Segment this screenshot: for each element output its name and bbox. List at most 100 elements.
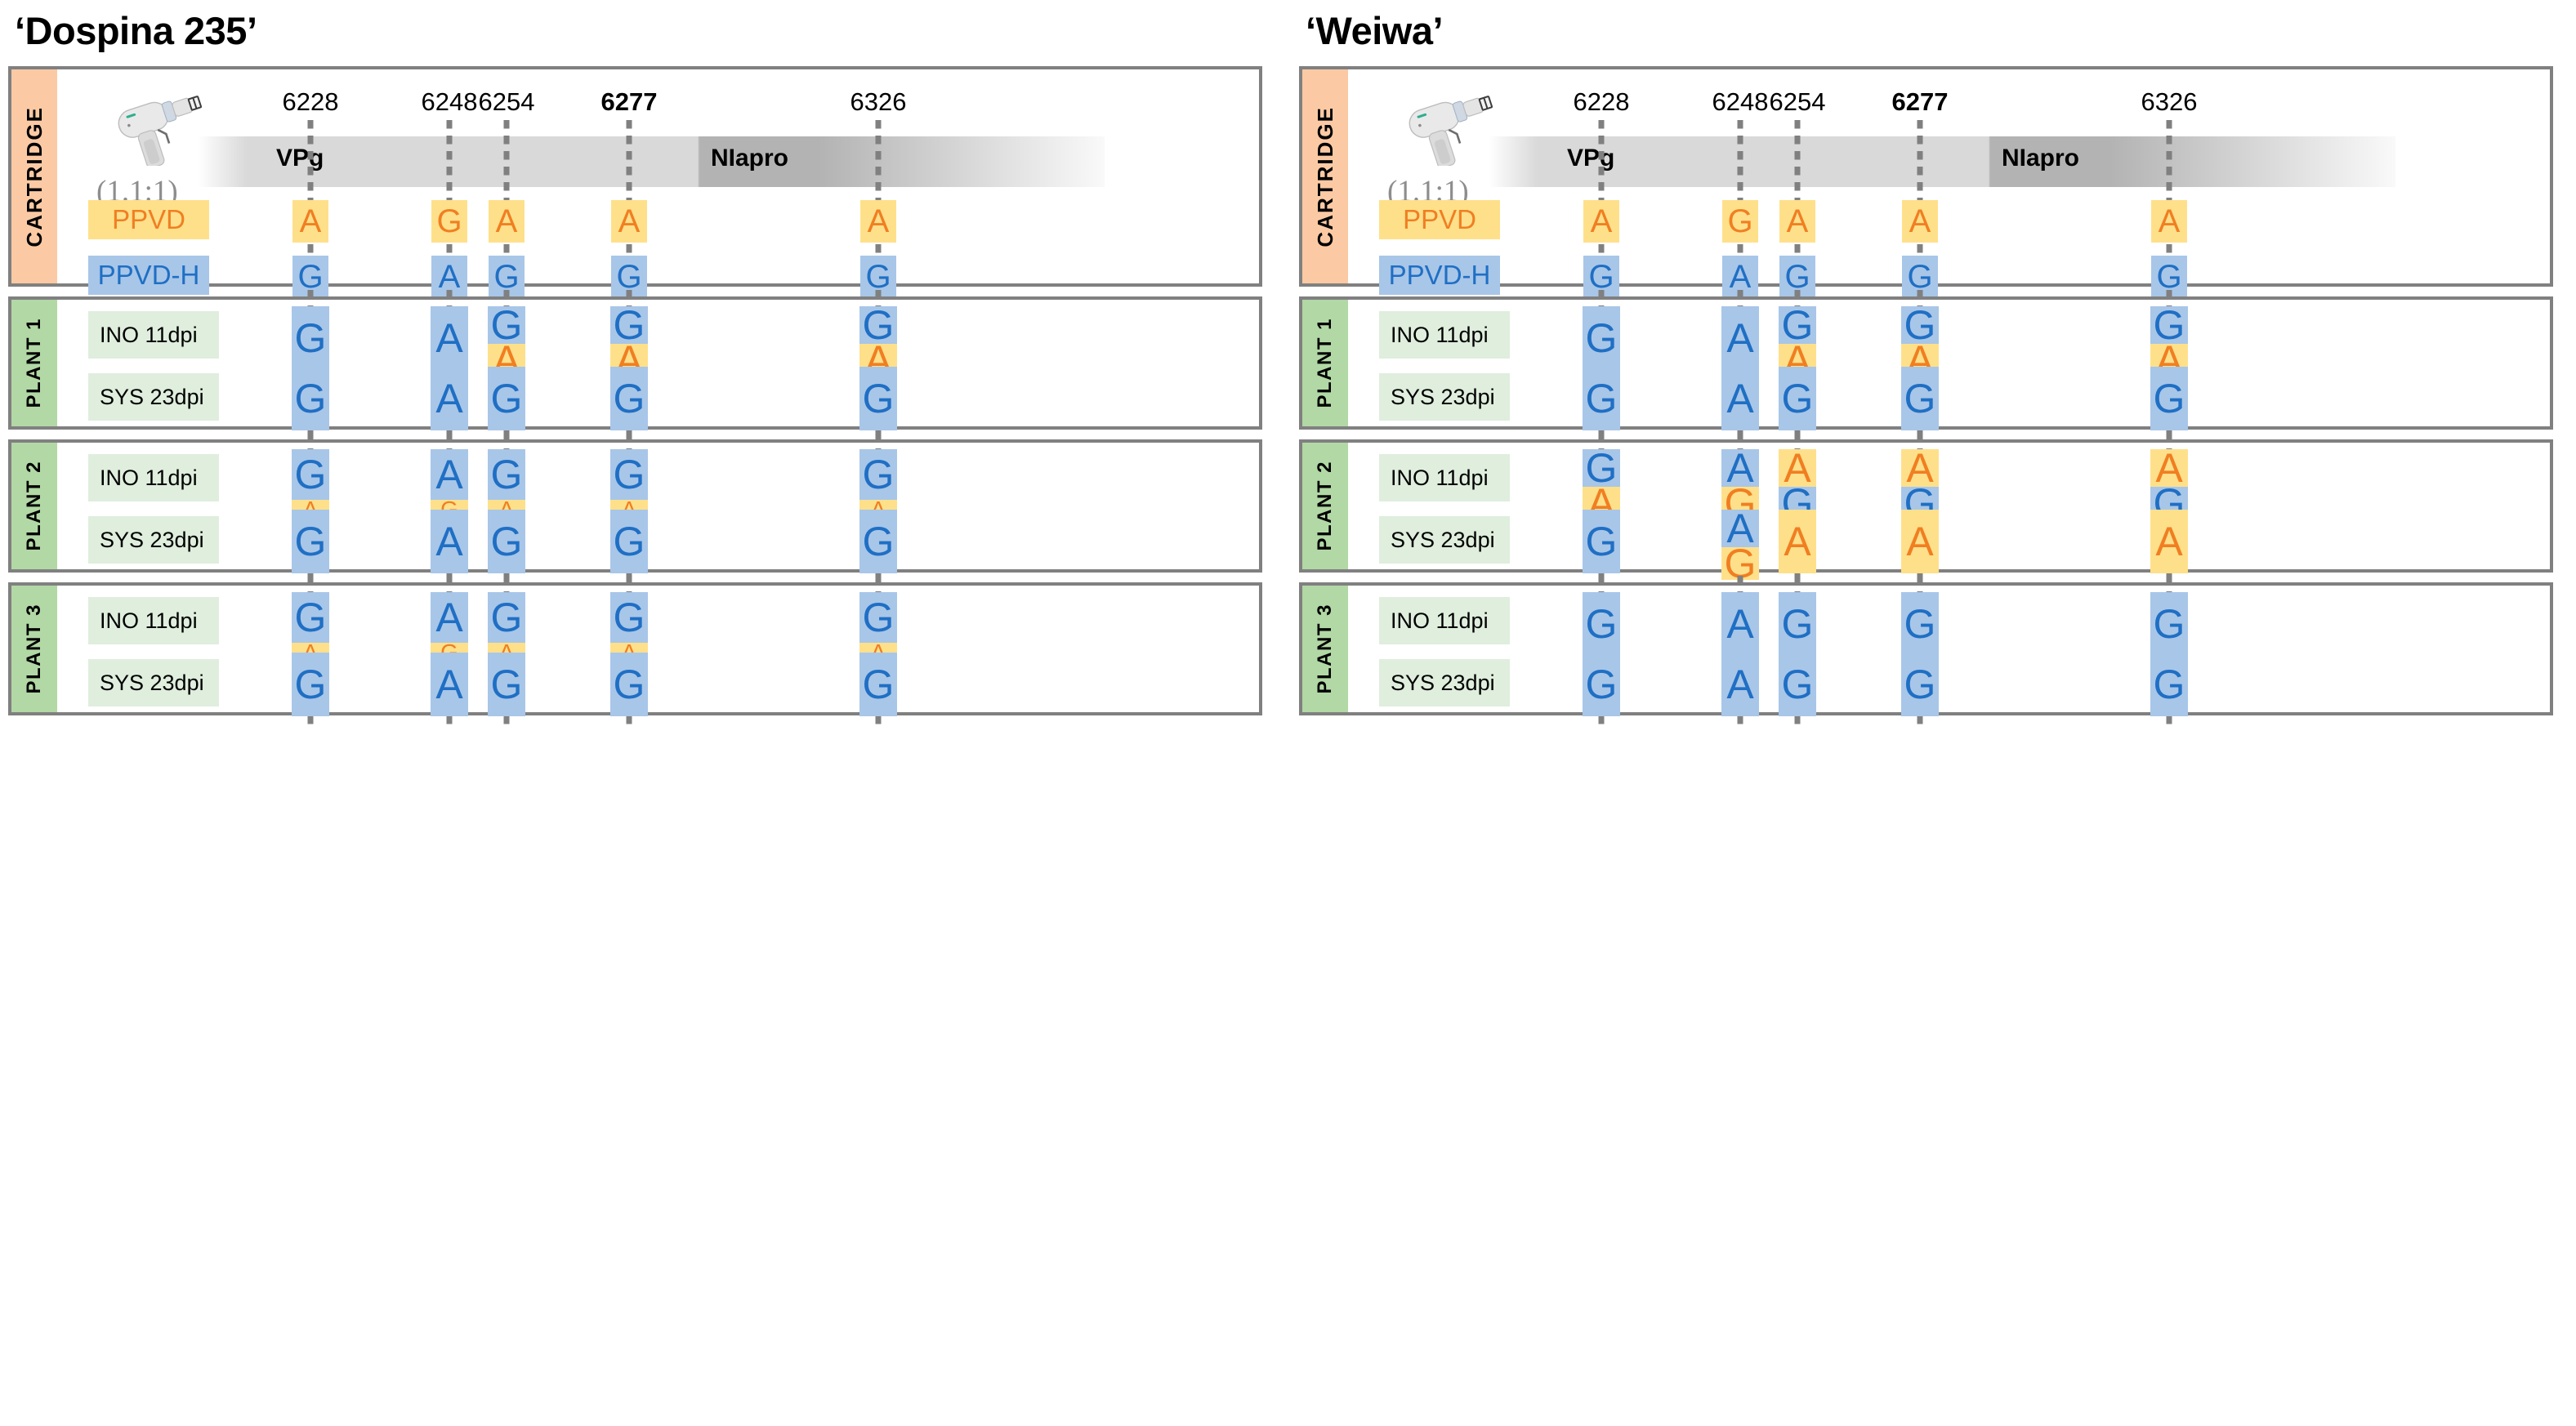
nt-cell-sys: G xyxy=(292,653,329,716)
nt-cell-ino: G xyxy=(292,306,329,370)
nt-base: G xyxy=(292,653,329,716)
nt-base-major: G xyxy=(292,449,329,500)
nt-base-major: A xyxy=(1779,448,1816,488)
nt-cell-ino: G xyxy=(1583,592,1620,656)
nt-base: A xyxy=(431,367,468,430)
nt-base: G xyxy=(1583,367,1620,430)
nt-base: G xyxy=(859,367,897,430)
cartridge-ppvdh-base: G xyxy=(489,256,525,298)
position-label: 6277 xyxy=(1891,87,1949,116)
nt-base: G xyxy=(2150,592,2188,656)
nt-cell-ino: GA xyxy=(859,592,897,664)
nt-cell-ino: A xyxy=(431,306,468,370)
nt-base-minor: G xyxy=(1721,543,1759,584)
cartridge-ppvd-base: A xyxy=(489,200,525,243)
nt-base: G xyxy=(610,653,648,716)
nt-base: G xyxy=(859,510,897,573)
nt-base: G xyxy=(2150,367,2188,430)
cartridge-ppvd-base: A xyxy=(2151,200,2187,243)
sample-tag-sys: SYS 23dpi xyxy=(1379,516,1510,564)
nt-base-major: G xyxy=(610,305,648,345)
cartridge-ppvdh-base: G xyxy=(860,256,896,298)
cartridge-ppvd-base: A xyxy=(1583,200,1619,243)
nt-base-major: G xyxy=(488,449,525,500)
nt-cell-sys: G xyxy=(859,367,897,430)
legend-ppvd-h: PPVD-H xyxy=(88,256,209,295)
nt-base: G xyxy=(1901,653,1939,716)
nt-cell-sys: G xyxy=(1583,367,1620,430)
nt-base: A xyxy=(431,306,468,370)
nt-base: G xyxy=(611,256,647,298)
nt-base: A xyxy=(1583,200,1619,243)
domain-label-niapro: NIapro xyxy=(711,145,789,172)
sample-tag-sys: SYS 23dpi xyxy=(1379,373,1510,421)
plant-tab: PLANT 2 xyxy=(1302,443,1348,569)
nt-base: A xyxy=(2151,200,2187,243)
gene-bar xyxy=(198,136,1105,187)
nt-base: G xyxy=(292,510,329,573)
nt-base: G xyxy=(860,256,896,298)
nt-base-major: A xyxy=(1901,448,1939,488)
nt-cell-sys: G xyxy=(1583,510,1620,573)
nt-base: A xyxy=(2150,510,2188,573)
cartridge-ppvd-base: A xyxy=(1779,200,1815,243)
nt-base: G xyxy=(1901,592,1939,656)
nt-base: G xyxy=(1722,200,1758,243)
nt-cell-sys: A xyxy=(1721,367,1759,430)
nt-base: A xyxy=(489,200,525,243)
nt-base: G xyxy=(1901,367,1939,430)
nt-base: A xyxy=(611,200,647,243)
nt-base: G xyxy=(488,367,525,430)
nt-cell-sys: A xyxy=(1901,510,1939,573)
nt-base: G xyxy=(1779,592,1816,656)
plant-tab: PLANT 1 xyxy=(1302,300,1348,426)
sample-tag-ino: INO 11dpi xyxy=(88,311,219,359)
nt-base-major: A xyxy=(431,449,468,500)
nt-cell-ino: G xyxy=(2150,592,2188,656)
position-label: 6326 xyxy=(850,87,907,116)
nt-base: G xyxy=(292,367,329,430)
position-label: 6228 xyxy=(282,87,339,116)
plant-tab: PLANT 3 xyxy=(11,586,57,712)
sample-tag-ino: INO 11dpi xyxy=(1379,454,1510,501)
sample-tag-sys: SYS 23dpi xyxy=(88,373,219,421)
cartridge-ppvd-base: G xyxy=(431,200,467,243)
nt-cell-sys: G xyxy=(292,367,329,430)
nt-base: G xyxy=(292,306,329,370)
nt-base: A xyxy=(1779,510,1816,573)
position-label: 6248 xyxy=(421,87,478,116)
nt-cell-sys: A xyxy=(431,653,468,716)
nt-cell-sys: A xyxy=(431,510,468,573)
nt-base-major: G xyxy=(610,449,648,500)
cartridge-ppvdh-base: G xyxy=(611,256,647,298)
plant-body: INO 11dpi SYS 23dpiGAGAGAGAGGAGGAG xyxy=(57,433,1259,584)
nt-base: G xyxy=(488,510,525,573)
nt-base-major: G xyxy=(488,305,525,345)
nt-cell-sys: A xyxy=(2150,510,2188,573)
sample-tag-sys: SYS 23dpi xyxy=(88,516,219,564)
cartridge-ppvd-base: A xyxy=(860,200,896,243)
cartridge-tab: CARTRIDGE xyxy=(11,69,57,283)
nt-base: A xyxy=(431,653,468,716)
nt-cell-ino: GA xyxy=(859,449,897,521)
nt-base-major: A xyxy=(431,592,468,643)
nt-cell-ino: AG xyxy=(431,592,468,664)
plant-tab-label: PLANT 2 xyxy=(23,461,45,551)
nt-base: A xyxy=(292,200,328,243)
cartridge-ppvd-base: G xyxy=(1722,200,1758,243)
nt-base: A xyxy=(1721,306,1759,370)
nt-base-major: A xyxy=(2150,448,2188,488)
nt-base-major: A xyxy=(1721,448,1759,488)
nt-base: G xyxy=(1583,653,1620,716)
nt-cell-sys: G xyxy=(1779,653,1816,716)
nt-base-major: G xyxy=(859,305,897,345)
panel-title: ‘Weiwa’ xyxy=(1306,9,1444,52)
nt-cell-ino: GA xyxy=(292,592,329,664)
